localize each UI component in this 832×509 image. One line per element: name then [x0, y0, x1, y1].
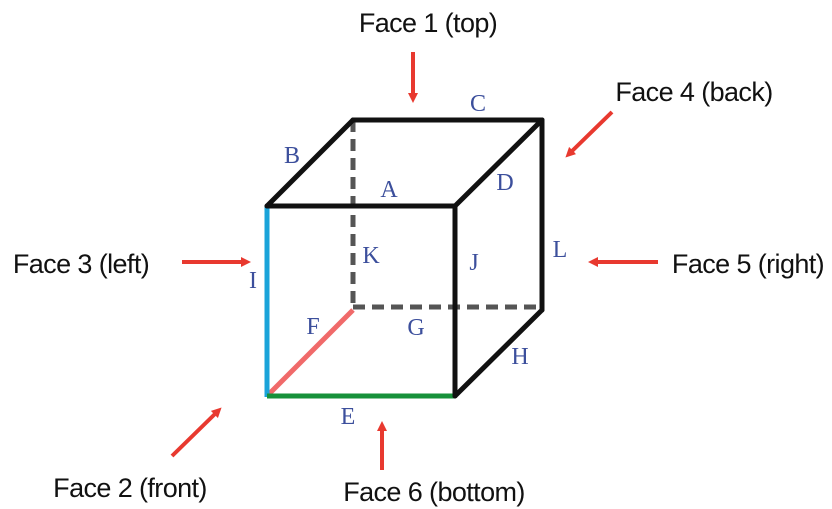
face-label-back: Face 4 (back)	[615, 77, 772, 107]
edge-label-k: K	[362, 243, 380, 269]
face-label-top: Face 1 (top)	[359, 8, 497, 38]
edge-label-b: B	[284, 143, 300, 169]
face-label-front: Face 2 (front)	[53, 473, 207, 503]
edge-label-d: D	[496, 170, 513, 196]
edge-f	[265, 308, 355, 398]
edge-label-a: A	[380, 177, 398, 203]
face-label-bottom: Face 6 (bottom)	[343, 477, 525, 507]
edge-label-j: J	[469, 250, 478, 276]
face-label-left: Face 3 (left)	[13, 249, 149, 279]
edge-label-l: L	[553, 237, 568, 263]
edge-label-g: G	[407, 315, 424, 341]
face-label-right: Face 5 (right)	[672, 249, 824, 279]
edge-h	[452, 307, 545, 399]
arrow-back	[565, 110, 614, 158]
edge-label-i: I	[249, 268, 257, 294]
edge-label-f: F	[306, 314, 319, 340]
edge-b	[264, 117, 356, 209]
edge-label-h: H	[511, 344, 528, 370]
edge-d	[452, 117, 545, 209]
edge-label-c: C	[470, 91, 486, 117]
edge-label-e: E	[341, 404, 356, 430]
arrow-front	[170, 407, 222, 458]
